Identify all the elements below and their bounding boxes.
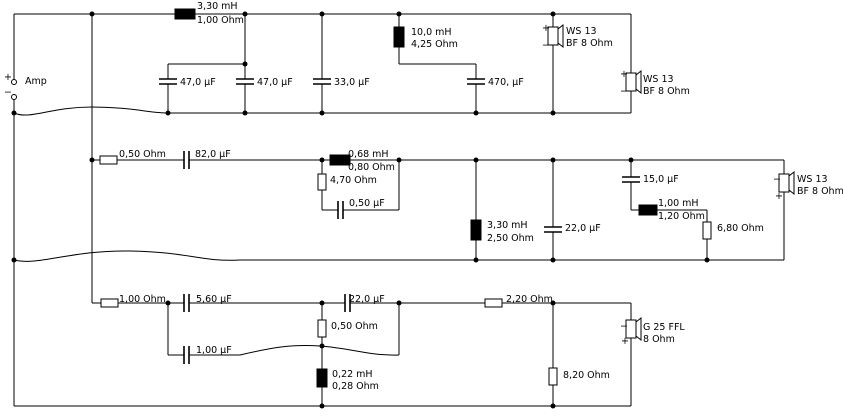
top-return-line — [13, 106, 631, 116]
resistor-mid-0-50ohm — [99, 155, 118, 165]
resistor-bot-0-50ohm — [317, 319, 327, 338]
resistor-mid-2-label: 4,70 Ohm — [330, 175, 377, 186]
capacitor-bot-1-label: 5,60 µF — [196, 294, 232, 305]
capacitor-mid-4-label: 15,0 µF — [643, 174, 679, 185]
speaker-mid-name: WS 13 — [797, 174, 828, 185]
inductor-mid-3-resistance: 1,20 Ohm — [658, 211, 705, 222]
resistor-bot-4-label: 8,20 Ohm — [563, 370, 610, 381]
inductor-top-2-resistance: 4,25 Ohm — [411, 39, 458, 50]
speaker-tweeter-impedance: 8 Ohm — [643, 334, 675, 345]
speaker-top-1-plus: + — [542, 23, 550, 34]
resistor-bot-2-20ohm — [484, 298, 503, 308]
amp-positive-terminal — [11, 79, 17, 85]
inductor-bot-1-resistance: 0,28 Ohm — [332, 381, 379, 392]
amp-input: + − Amp — [4, 14, 47, 406]
amp-plus-sign: + — [4, 72, 12, 83]
mid-section: 0,50 Ohm 82,0 µF 0,68 mH 0,80 Ohm 4,70 O… — [11, 149, 843, 263]
resistor-mid-6-80ohm — [702, 221, 712, 240]
capacitor-mid-1-label: 82,0 µF — [195, 149, 231, 160]
capacitor-top-3-label: 33,0 µF — [334, 77, 370, 88]
inductor-mid-2-resistance: 2,50 Ohm — [487, 233, 534, 244]
speaker-mid-minus: − — [773, 174, 781, 185]
resistor-mid-3-label: 6,80 Ohm — [717, 223, 764, 234]
inductor-top-1-resistance: 1,00 Ohm — [197, 15, 244, 26]
capacitor-top-4-label: 470, µF — [488, 77, 524, 88]
speaker-top-2-name: WS 13 — [643, 74, 674, 85]
top-section: 3,30 mH 1,00 Ohm 47,0 µF 47,0 µF 33,0 µF — [11, 1, 690, 303]
amp-minus-sign: − — [4, 87, 12, 98]
speaker-top-2-minus: − — [620, 86, 628, 97]
resistor-bot-1-00ohm — [100, 298, 119, 308]
resistor-bot-8-20ohm — [548, 367, 558, 386]
resistor-bot-2-label: 0,50 Ohm — [331, 321, 378, 332]
inductor-mid-2-value: 3,30 mH — [487, 220, 528, 231]
inductor-mid-1-00mh — [638, 204, 658, 216]
inductor-mid-1-resistance: 0,80 Ohm — [348, 162, 395, 173]
capacitor-mid-3-label: 22,0 µF — [565, 223, 601, 234]
resistor-bot-3-label: 2,20 Ohm — [506, 294, 553, 305]
inductor-bot-0-22mh — [316, 368, 328, 388]
resistor-mid-4-70ohm — [317, 173, 327, 191]
inductor-top-2-value: 10,0 mH — [411, 27, 452, 38]
speaker-top-1-impedance: BF 8 Ohm — [566, 38, 613, 49]
speaker-top-2-impedance: BF 8 Ohm — [643, 86, 690, 97]
speaker-top-1-name: WS 13 — [566, 26, 597, 37]
bottom-section: 1,00 Ohm 5,60 µF 1,00 µF 0,50 Ohm 0,22 m… — [14, 294, 685, 409]
inductor-mid-3-value: 1,00 mH — [658, 198, 699, 209]
inductor-mid-0-68mh — [329, 154, 351, 166]
speaker-tweeter-minus: − — [620, 321, 628, 332]
inductor-top-3-30mh — [174, 8, 196, 20]
capacitor-bot-3-label: 22,0 µF — [349, 294, 385, 305]
capacitor-mid-2-label: 0,50 µF — [349, 198, 385, 209]
speaker-tweeter-plus: + — [621, 336, 629, 347]
capacitor-top-2-label: 47,0 µF — [257, 77, 293, 88]
speaker-top-2-plus: + — [620, 69, 628, 80]
inductor-top-1-value: 3,30 mH — [197, 1, 238, 12]
capacitor-top-1-label: 47,0 µF — [180, 77, 216, 88]
inductor-top-10mh — [393, 26, 405, 48]
speaker-top-1-minus: − — [542, 40, 550, 51]
speaker-tweeter-name: G 25 FFL — [643, 322, 685, 333]
inductor-mid-1-value: 0,68 mH — [348, 149, 389, 160]
mid-return-line — [13, 250, 784, 262]
inductor-bot-1-value: 0,22 mH — [332, 369, 373, 380]
speaker-mid-plus: + — [775, 191, 783, 202]
speaker-mid-impedance: BF 8 Ohm — [797, 186, 843, 197]
inductor-mid-3-30mh — [470, 219, 482, 241]
resistor-bot-1-label: 1,00 Ohm — [119, 294, 166, 305]
capacitor-bot-2-label: 1,00 µF — [196, 345, 232, 356]
amp-label: Amp — [25, 76, 47, 87]
resistor-mid-1-label: 0,50 Ohm — [119, 149, 166, 160]
amp-negative-terminal — [11, 94, 17, 100]
